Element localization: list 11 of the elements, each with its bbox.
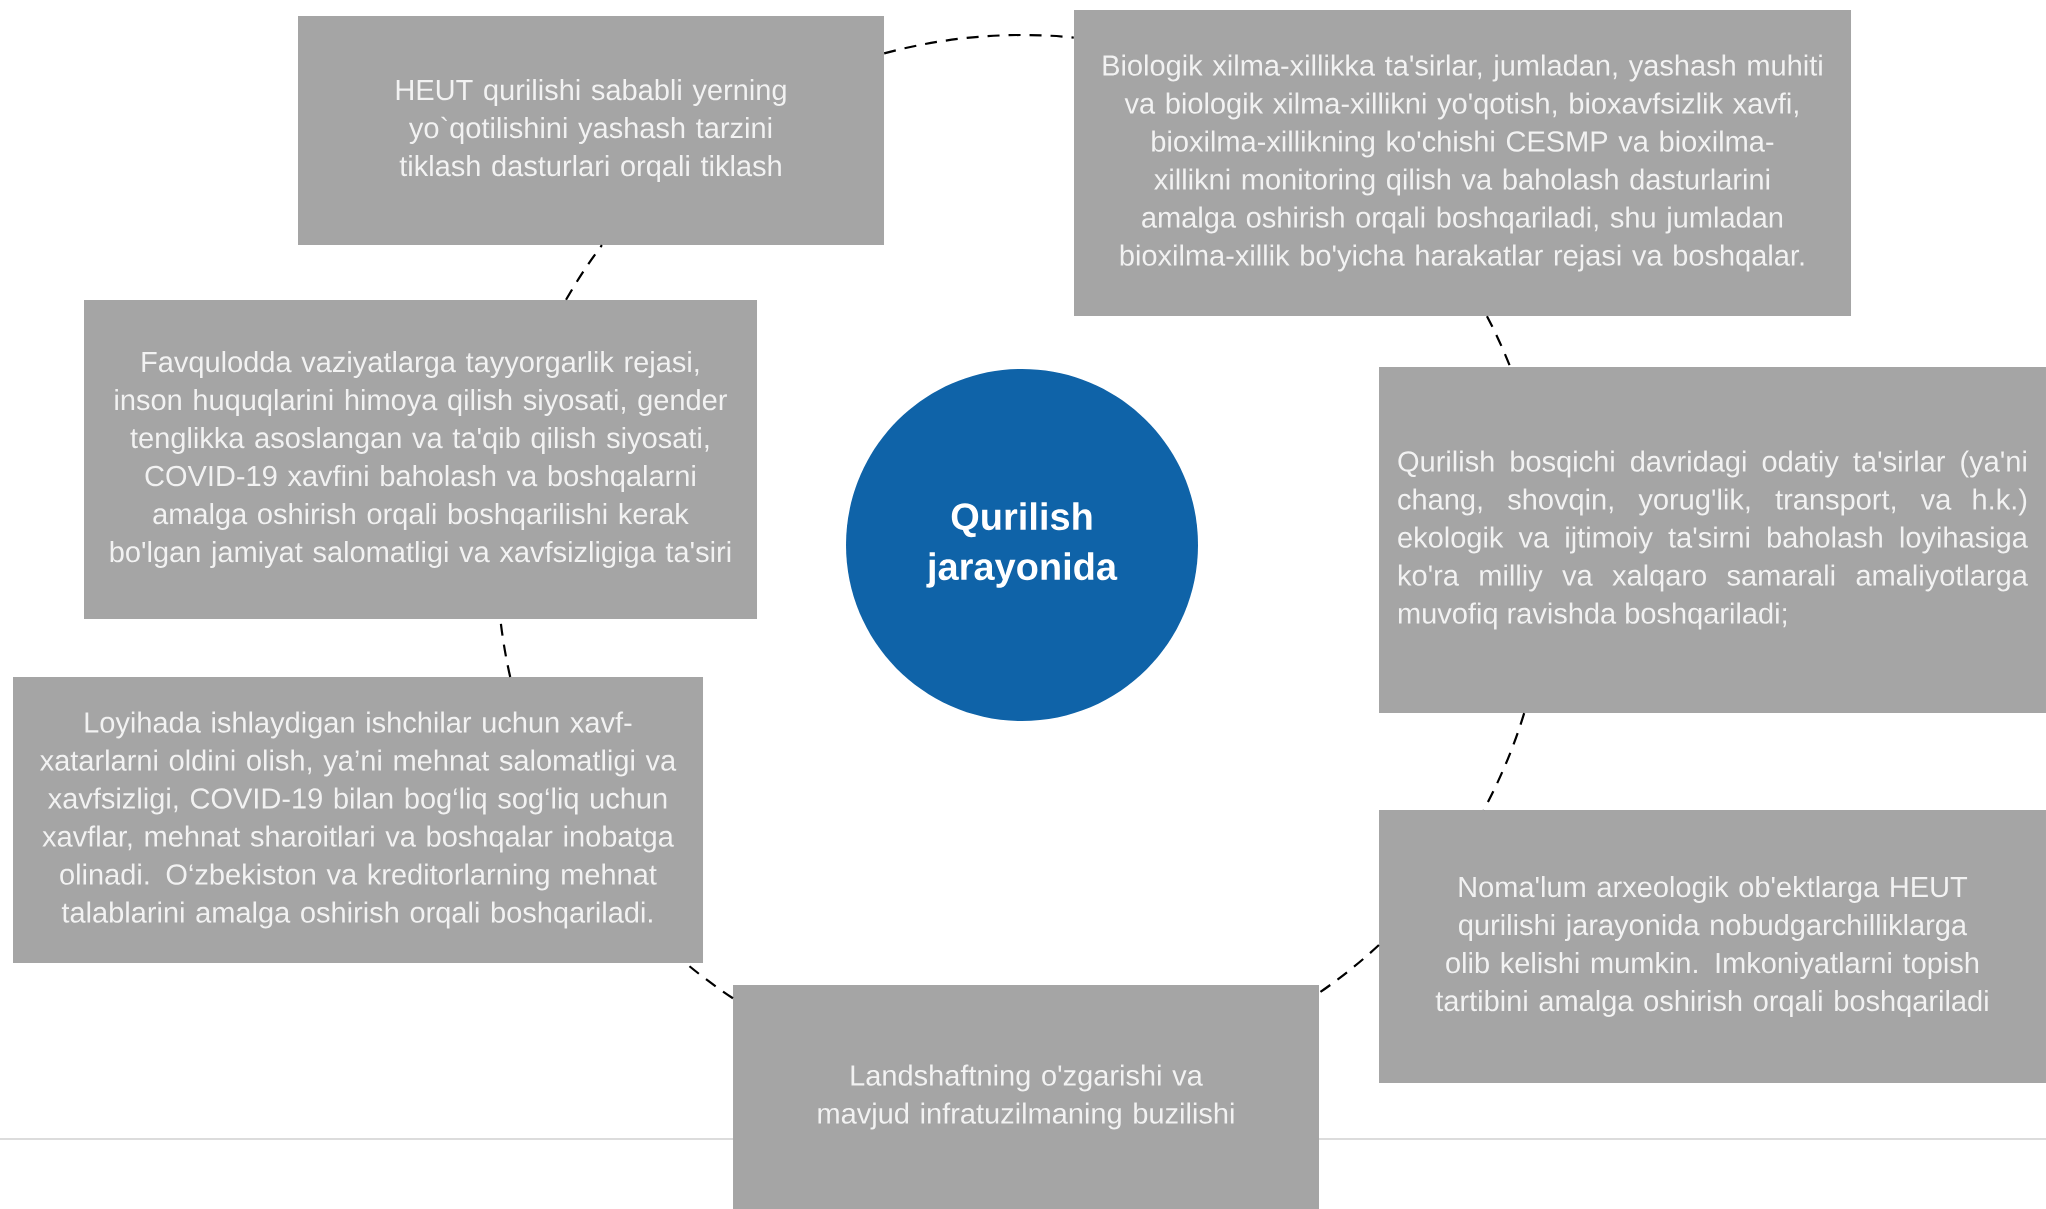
text-box: Landshaftning o'zgarishi va mavjud infratuzilmaning buzilishi xyxy=(733,985,1319,1209)
text-box: Biologik xilma-xillikka ta'sirlar, jumladan, yashash muhiti va biologik xilma-xillikni yo'qotish, bioxavfsizlik xavfi, bioxilma-xillikning ko'chishi CESMP va bioxilma-xillikni monitoring qilish va baholash dasturlarini amalga oshirish orqali boshqariladi, shu jumladan bioxilma-xillik bo'yicha harakatlar rejasi va boshqalar. xyxy=(1074,10,1851,316)
dashed-arc xyxy=(565,244,603,301)
text-box: Favqulodda vaziyatlarga tayyorgarlik rejasi, inson huquqlarini himoya qilish siyosati, gender tenglikka asoslangan va ta'qib qilish siyosati, COVID-19 xavfini baholash va boshqalarni amalga oshirish orqali boshqarilishi kerak bo'lgan jamiyat salomatligi va xavfsizligiga ta'siri xyxy=(84,300,757,619)
text-box: Qurilish bosqichi davridagi odatiy ta'sirlar (ya'ni chang, shovqin, yorug'lik, transport, va h.k.) ekologik va ijtimoiy ta'sirni baholash loyihasiga ko'ra milliy va xalqaro samarali amaliyotlarga muvofiq ravishda boshqariladi; xyxy=(1379,367,2046,713)
dashed-arc xyxy=(1318,944,1380,994)
dashed-arc xyxy=(883,33,1074,55)
text-box: Noma'lum arxeologik ob'ektlarga HEUT qurilishi jarayonida nobudgarchilliklarga olib kelishi mumkin. Imkoniyatlarni topish tartibini amalga oshirish orqali boshqariladi xyxy=(1379,810,2046,1083)
text-box: HEUT qurilishi sababli yerning yo`qotilishini yashash tarzini tiklash dasturlari orqali tiklash xyxy=(298,16,884,245)
dashed-arc xyxy=(1485,315,1512,368)
text-box: Loyihada ishlaydigan ishchilar uchun xavf-xatarlarni oldini olish, ya’ni mehnat salomatligi va xavfsizligi, COVID-19 bilan bog‘liq sog‘liq uchun xavflar, mehnat sharoitlari va boshqalar inobatga olinadi. O‘zbekiston va kreditorlarning mehnat talablarini amalga oshirish orqali boshqariladi. xyxy=(13,677,703,963)
